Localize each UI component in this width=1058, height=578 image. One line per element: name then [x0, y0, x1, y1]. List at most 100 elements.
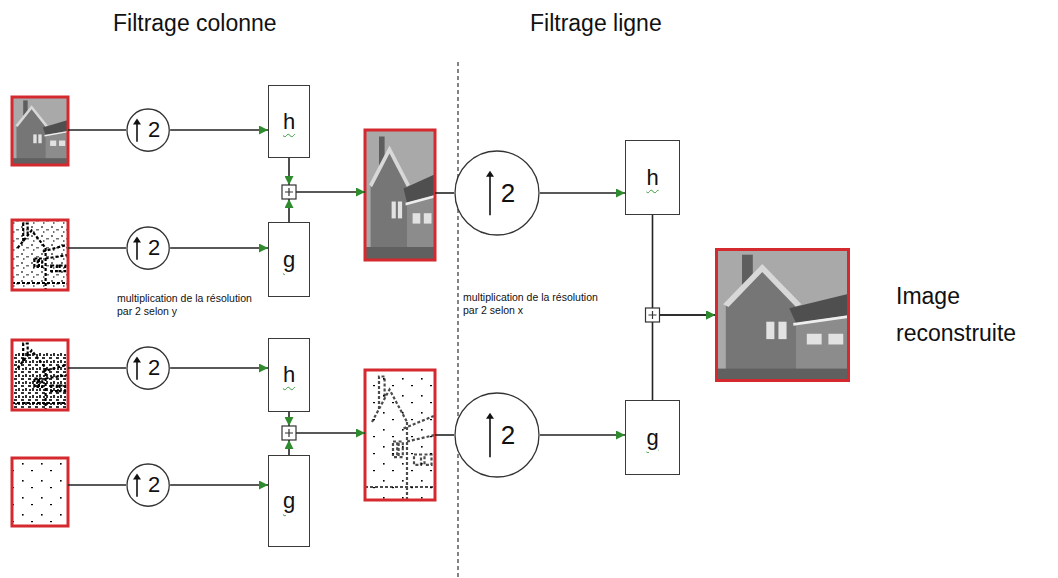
signal-arrow: [170, 247, 268, 249]
detail-thumbnail: [12, 458, 68, 526]
upsample-arrow-head: [133, 118, 141, 124]
filter-name: g: [646, 427, 658, 449]
approximation-thumbnail: [12, 97, 68, 165]
intermediate-thumbnail: [365, 130, 435, 260]
upsample-circle: 2: [126, 346, 170, 390]
upsample-factor: 2: [501, 422, 515, 448]
upsample-arrow: [489, 416, 491, 458]
filter-box: g: [268, 222, 310, 297]
wire: [296, 432, 365, 434]
filter-box: g: [268, 455, 310, 547]
circle-shape: [455, 151, 539, 235]
adder-frame: [282, 185, 296, 199]
upsample-factor: 2: [148, 119, 160, 141]
upsample-circle: 2: [126, 226, 170, 270]
image-ground: [12, 458, 68, 526]
upsample-arrow: [136, 239, 138, 259]
upsample-arrow-head: [133, 236, 141, 242]
filter-name: h: [283, 111, 295, 133]
filter-box: g: [625, 400, 680, 475]
detail-thumbnail: [12, 220, 68, 290]
wire: [288, 199, 290, 222]
upsample-arrow: [136, 121, 138, 141]
signal-arrow: [653, 315, 716, 400]
image-frame: [12, 340, 68, 410]
filter-name: g: [283, 490, 295, 512]
image-frame: [12, 458, 68, 526]
house-image: [12, 97, 68, 165]
house-image: [365, 130, 435, 260]
signal-arrow: [170, 367, 268, 369]
adder-plus: [649, 311, 657, 319]
upsample-factor: 2: [148, 357, 160, 379]
upsample-factor: 2: [148, 474, 160, 496]
circle-shape: [127, 227, 169, 269]
wire: [288, 158, 290, 185]
wire: [288, 412, 290, 426]
filter-box: h: [268, 85, 310, 158]
adder-frame: [282, 426, 296, 440]
image-frame: [365, 130, 435, 260]
wires: [68, 130, 454, 485]
upsample-arrow: [489, 174, 491, 216]
wire: [68, 367, 126, 369]
filter-box: h: [268, 338, 310, 412]
adder-plus: [285, 188, 293, 196]
wire: [68, 129, 126, 131]
wire: [68, 247, 126, 249]
detail-texture: [12, 220, 68, 290]
adder-symbol: [282, 426, 296, 440]
adder-symbol: [282, 185, 296, 199]
intermediate-thumbnail: [365, 370, 435, 500]
wire: [435, 434, 454, 436]
image-ground: [12, 340, 68, 410]
detail-thumbnail: [12, 340, 68, 410]
upsample-circle: 2: [454, 150, 540, 236]
annotation: multiplication de la résolution par 2 se…: [463, 291, 613, 317]
signal-arrow: [653, 215, 716, 315]
upsample-circle: 2: [454, 392, 540, 478]
stage-separator: [457, 62, 458, 578]
connectors: [170, 130, 715, 485]
signal-arrow: [540, 434, 625, 436]
upsample-arrow-head: [133, 356, 141, 362]
section-heading: Filtrage colonne: [113, 10, 277, 38]
upsample-arrow-head: [486, 171, 494, 177]
upsample-arrow: [136, 476, 138, 496]
filter-name: g: [283, 249, 295, 271]
upsample-arrow: [136, 359, 138, 379]
reconstructed-house: [715, 248, 850, 382]
adder-symbol: [646, 308, 660, 322]
upsample-factor: 2: [501, 180, 515, 206]
image-caption: Image reconstruite: [896, 278, 1046, 352]
upsample-arrow-head: [133, 473, 141, 479]
detail-texture: [12, 458, 68, 526]
annotation: multiplication de la résolution par 2 se…: [117, 292, 267, 318]
section-heading: Filtrage ligne: [530, 10, 662, 38]
circle-shape: [127, 347, 169, 389]
circle-shape: [127, 464, 169, 506]
wire: [288, 440, 290, 455]
image-ground: [365, 370, 435, 500]
detail-texture: [365, 370, 435, 500]
circle-shape: [455, 393, 539, 477]
detail-edges: [365, 377, 435, 501]
upsample-arrow-head: [486, 413, 494, 419]
wire: [296, 191, 365, 193]
image-frame: [365, 370, 435, 500]
circle-outline: [454, 392, 540, 478]
reconstructed-image-frame: Image reconstruite: [715, 248, 850, 382]
signal-arrow: [540, 192, 625, 194]
filter-name: h: [646, 167, 658, 189]
signal-arrow: [170, 484, 268, 486]
filter-name: h: [283, 364, 295, 386]
detail-edges: [12, 344, 68, 411]
adder-plus: [285, 429, 293, 437]
image-frame: [12, 220, 68, 290]
upsample-factor: 2: [148, 237, 160, 259]
detail-edges: [12, 224, 68, 291]
image-frame: [12, 97, 68, 165]
circle-outline: [454, 150, 540, 236]
upsample-circle: 2: [126, 463, 170, 507]
